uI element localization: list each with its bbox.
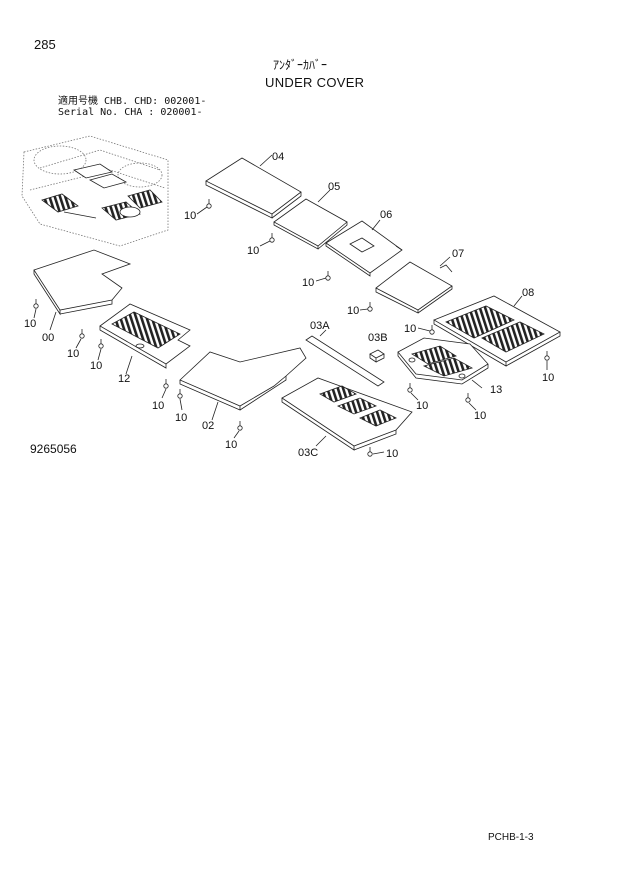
callout-13: 13: [490, 384, 502, 396]
callout-10: 10: [67, 348, 79, 360]
callout-06: 06: [380, 209, 392, 221]
callout-02: 02: [202, 420, 214, 432]
callout-10: 10: [386, 448, 398, 460]
serial-number-line: Serial No. CHA : 020001-: [58, 107, 203, 118]
page-number: 285: [34, 37, 56, 52]
part-03C-louvered-panel: [281, 377, 413, 447]
callout-10: 10: [416, 400, 428, 412]
machine-overview-thumbnail: [21, 135, 169, 247]
callout-03B: 03B: [368, 332, 388, 344]
callout-10: 10: [184, 210, 196, 222]
callout-07: 07: [452, 248, 464, 260]
part-04-plate: [205, 157, 302, 215]
page-title: UNDER COVER: [265, 75, 365, 90]
sheet-reference: PCHB-1-3: [488, 832, 534, 843]
callout-labels: 04 05 06 07 08 00 12 02 03A 03B 03C 13 1…: [24, 151, 554, 460]
callout-12: 12: [118, 373, 130, 385]
drawing-number: 9265056: [30, 442, 77, 456]
callout-10: 10: [247, 245, 259, 257]
callout-10: 10: [302, 277, 314, 289]
callout-10: 10: [90, 360, 102, 372]
callout-10: 10: [175, 412, 187, 424]
callout-10: 10: [347, 305, 359, 317]
callout-10: 10: [542, 372, 554, 384]
part-02-plate: [179, 347, 307, 407]
callout-10: 10: [152, 400, 164, 412]
callout-10: 10: [474, 410, 486, 422]
callout-03C: 03C: [298, 447, 318, 459]
callout-03A: 03A: [310, 320, 330, 332]
callout-10: 10: [24, 318, 36, 330]
callout-05: 05: [328, 181, 340, 193]
part-07-plate: [375, 261, 453, 311]
part-00-plate: [33, 249, 132, 311]
thumbnail-panels: [41, 163, 163, 221]
title-japanese: ｱﾝﾀﾞｰｶﾊﾞｰ: [273, 58, 328, 72]
part-03B-block: [369, 349, 385, 359]
callout-08: 08: [522, 287, 534, 299]
callout-00: 00: [42, 332, 54, 344]
part-03A-strip: [305, 335, 385, 387]
serial-applicability-line: 適用号機 CHB. CHD: 002001-: [58, 96, 207, 107]
leader-lines: [33, 206, 548, 455]
bolts-10: [33, 199, 550, 457]
callout-10: 10: [404, 323, 416, 335]
callout-10: 10: [225, 439, 237, 451]
callout-04: 04: [272, 151, 284, 163]
